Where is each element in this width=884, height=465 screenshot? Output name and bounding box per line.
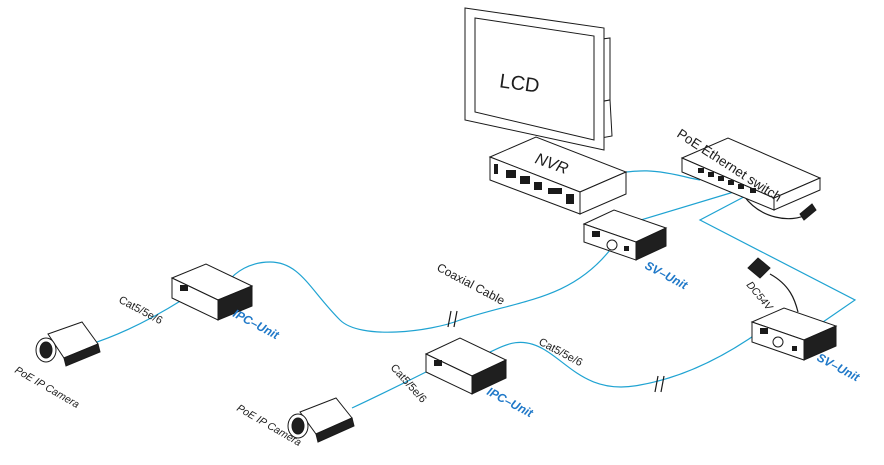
cable-break-marker-right <box>654 375 665 393</box>
sv-unit-right-label: SV–Unit <box>815 350 863 384</box>
cable-ipc-mid-svunit-right <box>483 329 763 388</box>
cat-left-label: Cat5/5e/6 <box>117 294 165 327</box>
ipc-unit-mid: IPC–Unit <box>424 337 537 421</box>
coaxial-cable-line <box>227 249 611 333</box>
dc-power-cable <box>769 273 799 313</box>
sv-unit-top-label: SV–Unit <box>643 258 691 292</box>
cable-switch-svunit-top <box>633 187 748 223</box>
ipc-unit-mid-label: IPC–Unit <box>485 384 537 420</box>
lcd-monitor: LCD <box>464 7 613 151</box>
poe-switch: PoE Ethernet switch <box>674 126 822 221</box>
sv-unit-top: SV–Unit <box>582 209 691 293</box>
cable-break-marker-left <box>447 310 458 328</box>
dc-power-adapter <box>747 257 771 279</box>
switch-power-adapter <box>799 203 817 221</box>
camera-left: PoE IP Camera <box>13 321 101 411</box>
nvr-front-buttons <box>494 164 574 204</box>
cat-right-label: Cat5/5e/6 <box>537 336 585 369</box>
cable-ipc-mid-camera <box>351 369 431 409</box>
dc-label: DC54V <box>744 279 776 313</box>
switch-ports <box>698 168 756 193</box>
ipc-unit-left: IPC–Unit <box>170 263 283 343</box>
nvr: NVR <box>488 136 628 215</box>
sv-unit-right: SV–Unit DC54V <box>744 257 863 385</box>
cable-switch-svunit-right <box>698 189 857 323</box>
cat-mid-label: Cat5/5e/6 <box>388 362 429 405</box>
cable-ipc-left-camera <box>87 299 183 346</box>
camera-left-label: PoE IP Camera <box>13 364 82 411</box>
ipc-unit-left-label: IPC–Unit <box>231 306 283 342</box>
camera-mid: PoE IP Camera <box>235 397 355 449</box>
coaxial-label: Coaxial Cable <box>435 260 508 308</box>
